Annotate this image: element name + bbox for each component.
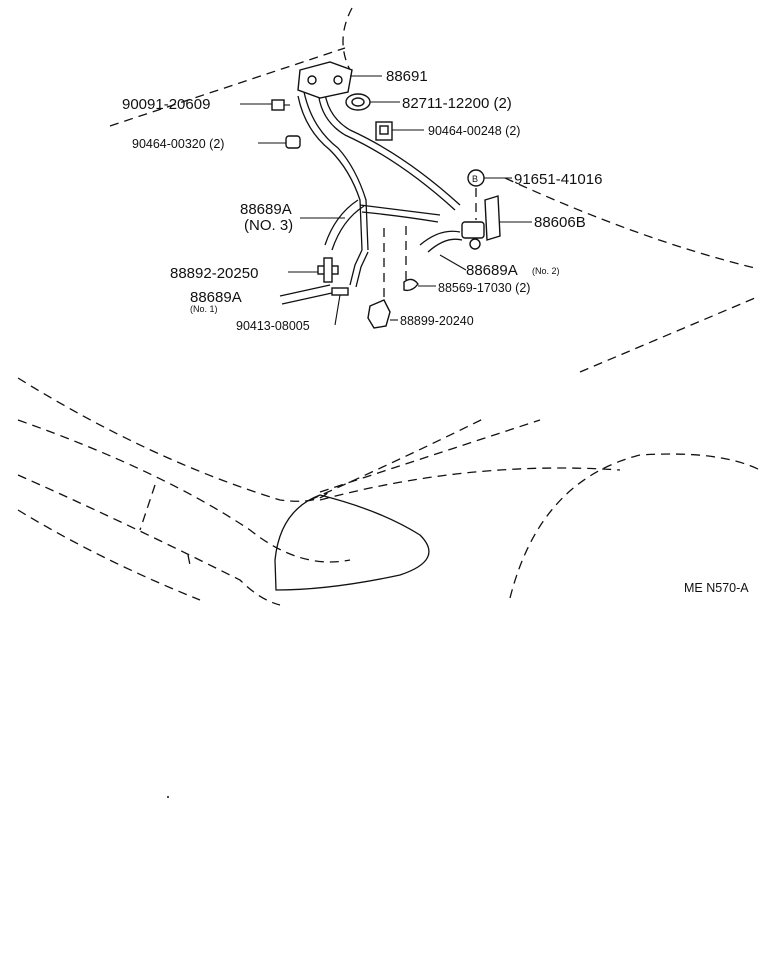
hose-no3-2 — [331, 205, 365, 251]
hose-no2-1 — [419, 230, 461, 246]
callout-88689a-no3-qualifier: (NO. 3) — [244, 217, 293, 234]
grille-outline — [274, 494, 430, 591]
fender-line-right — [504, 177, 756, 269]
bolt-marker-91651: B — [467, 169, 485, 187]
leader-lines — [240, 75, 532, 326]
clamp-88569 — [403, 278, 419, 292]
hose-cross-1 — [359, 204, 441, 216]
washer-nozzle-88691 — [297, 61, 353, 99]
callout-90464-00248: 90464-00248 (2) — [428, 124, 520, 138]
hose-no2-2 — [427, 238, 463, 253]
bumper-line-4 — [17, 509, 201, 601]
stray-dot — [167, 796, 169, 798]
assembly-guides — [383, 188, 477, 298]
check-valve-88606b — [461, 195, 501, 250]
bolt-marker-label: B — [472, 174, 478, 184]
callout-88892-20250: 88892-20250 — [170, 265, 258, 282]
connector-88899 — [367, 299, 391, 329]
callout-88689a-no2: 88689A — [466, 262, 518, 279]
hose-upper-2 — [323, 85, 461, 206]
parts: B — [271, 61, 501, 329]
callout-91651-41016: 91651-41016 — [514, 171, 602, 188]
hose-no1-1 — [279, 284, 331, 297]
bumper-line-1 — [17, 377, 331, 502]
hose-no1-2 — [281, 292, 333, 305]
headlamp-lower — [319, 419, 541, 493]
headlamp-upper — [309, 417, 486, 501]
bumper-line-2 — [17, 419, 351, 563]
hose-lower-2 — [355, 251, 369, 288]
callout-88689a-no1-qualifier: (No. 1) — [190, 304, 218, 314]
cowl-line — [319, 467, 621, 501]
callout-88606b: 88606B — [534, 214, 586, 231]
hose-main-2 — [303, 91, 369, 251]
clip-90464-00248 — [375, 121, 393, 141]
callout-88569-17030: 88569-17030 (2) — [438, 281, 530, 295]
hose-assembly — [279, 85, 463, 305]
small-tick-1 — [187, 554, 191, 566]
vehicle-outline — [17, 7, 761, 606]
windshield-curve — [342, 7, 353, 71]
diagram-id: ME N570-A — [684, 581, 749, 595]
hose-no3-1 — [324, 199, 359, 246]
callout-88689a-no3: 88689A — [240, 201, 292, 218]
clamp-82711 — [345, 93, 371, 111]
callout-90413-08005: 90413-08005 — [236, 319, 310, 333]
callout-88899-20240: 88899-20240 — [400, 314, 474, 328]
hose-main-1 — [297, 95, 363, 251]
pipe-90413 — [331, 287, 349, 296]
bolt-90091 — [271, 99, 290, 111]
callout-88689a-no1: 88689A — [190, 289, 242, 306]
leader-90413 — [334, 294, 341, 326]
joint-88892 — [317, 257, 339, 283]
callout-labels: 88691 90091-20609 82711-12200 (2) 90464-… — [122, 68, 602, 333]
hose-cross-2 — [361, 211, 439, 223]
clip-90464-00320 — [285, 135, 301, 149]
callout-90091-20609: 90091-20609 — [122, 96, 210, 113]
wheel-arch — [509, 453, 761, 599]
callout-88691: 88691 — [386, 68, 428, 85]
hood-edge-line — [109, 47, 346, 127]
hose-upper-1 — [317, 89, 456, 211]
callout-88689a-no2-qualifier: (No. 2) — [532, 266, 560, 276]
bumper-seam — [139, 484, 156, 531]
callout-82711-12200: 82711-12200 (2) — [402, 95, 512, 112]
leader-88689-no2 — [439, 254, 467, 271]
hose-lower-1 — [349, 249, 363, 286]
fender-lower-line — [579, 297, 756, 373]
bumper-line-3 — [17, 474, 281, 606]
callout-90464-00320: 90464-00320 (2) — [132, 137, 224, 151]
